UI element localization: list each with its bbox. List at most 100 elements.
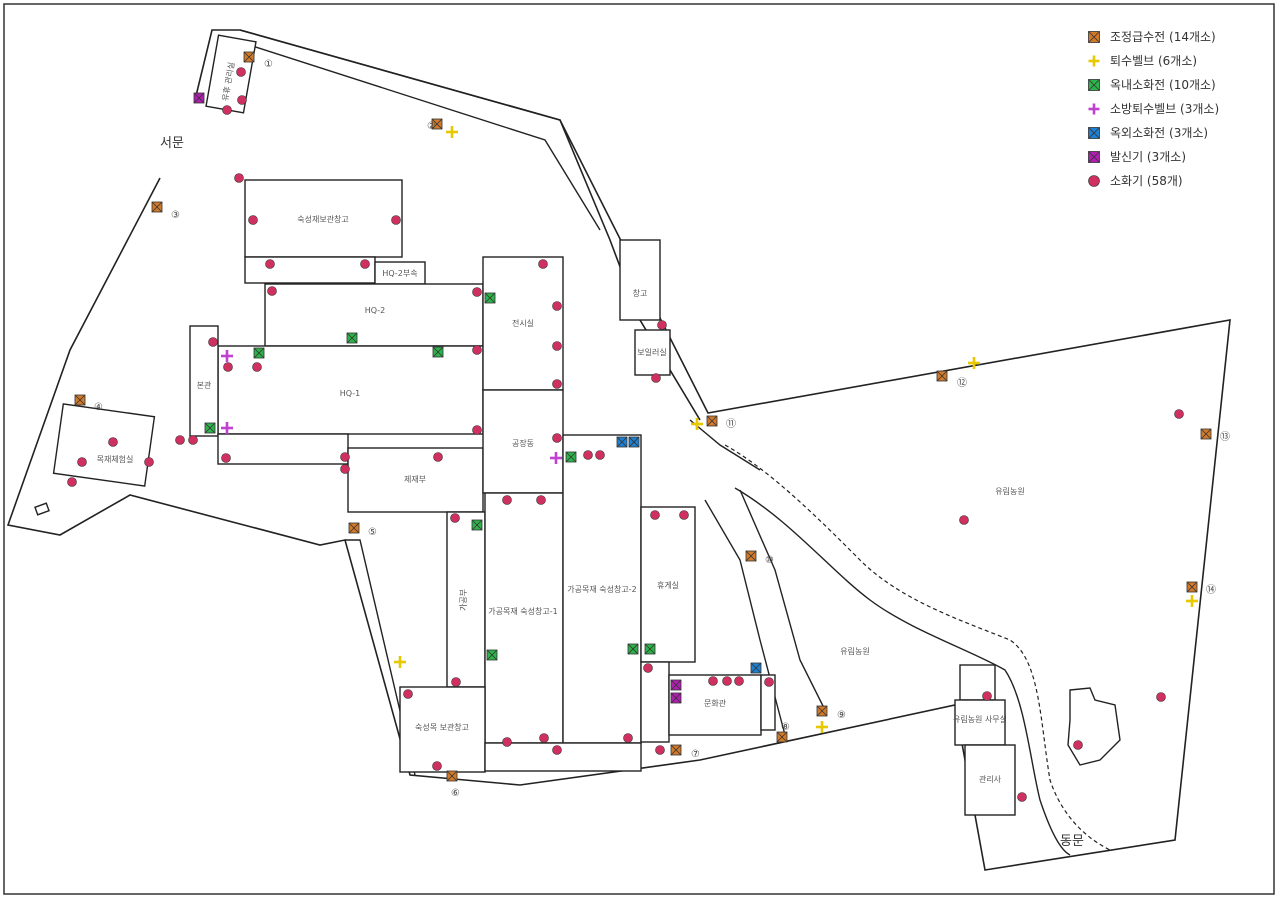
legend-extinguisher-label: 소화기 (58개) [1110, 174, 1183, 188]
extinguisher-icon [583, 450, 593, 460]
return-valve-icon [816, 721, 828, 733]
building-b8-annex [484, 742, 642, 772]
extinguisher-icon [643, 663, 653, 673]
extinguisher-icon [657, 320, 667, 330]
indoor-hydrant-icon [346, 332, 358, 344]
legend-return_valve-label: 퇴수벨브 (6개소) [1110, 54, 1197, 68]
extinguisher-icon [552, 379, 562, 389]
extinguisher-icon [959, 515, 969, 525]
building-b3-annex [217, 433, 349, 465]
legend-hydrant_adjust-label: 조정급수전 (14개소) [1110, 30, 1216, 44]
extinguisher-icon [764, 677, 774, 687]
building-b10 [399, 686, 486, 773]
hydrant-number: ⑩ [765, 555, 774, 566]
building-storage-east [1067, 687, 1121, 766]
hydrant-adjust-icon [706, 415, 718, 427]
extinguisher-icon [360, 259, 370, 269]
transmitter-icon [670, 692, 682, 704]
indoor-hydrant-icon [471, 519, 483, 531]
extinguisher-icon [679, 510, 689, 520]
extinguisher-icon [340, 464, 350, 474]
label-b6: 공장동 [512, 438, 534, 448]
extinguisher-icon [552, 745, 562, 755]
extinguisher-icon [265, 259, 275, 269]
extinguisher-icon [595, 450, 605, 460]
label-b20: 유림농원 사무실 [953, 714, 1007, 724]
legend-indoor_hydrant-label: 옥내소화전 (10개소) [1110, 78, 1216, 92]
outdoor-hydrant-icon [628, 436, 640, 448]
extinguisher-icon [655, 745, 665, 755]
fire-return-valve-icon [550, 452, 562, 464]
indoor-hydrant-icon [486, 649, 498, 661]
extinguisher-icon [539, 733, 549, 743]
label-b2: HQ-2 [365, 306, 386, 315]
label-b7: 제재부 [404, 475, 426, 484]
extinguisher-icon [403, 689, 413, 699]
gate-west-label: 서문 [160, 136, 184, 151]
gate-east-label: 동문 [1060, 834, 1084, 849]
return-valve-icon [394, 656, 406, 668]
legend-transmitter-label: 발신기 (3개소) [1110, 150, 1186, 164]
map-frame [3, 3, 1275, 895]
hydrant-adjust-icon [74, 394, 86, 406]
hydrant-number: ⑧ [781, 722, 790, 733]
label-b18: 가공부 [459, 589, 468, 611]
hydrant-number: ⑤ [368, 527, 377, 538]
extinguisher-icon [1156, 692, 1166, 702]
indoor-hydrant-icon [644, 643, 656, 655]
hydrant-adjust-icon [151, 201, 163, 213]
extinguisher-icon [433, 452, 443, 462]
extinguisher-icon [1017, 792, 1027, 802]
hydrant-number: ② [427, 121, 436, 132]
indoor-hydrant-icon [627, 643, 639, 655]
label-b9: 가공목재 숙성창고-2 [567, 585, 636, 594]
extinguisher-icon [650, 510, 660, 520]
indoor-hydrant-icon [432, 346, 444, 358]
hydrant-number: ③ [171, 210, 180, 221]
label-b8: 가공목재 숙성창고-1 [488, 607, 557, 616]
building-b8 [484, 492, 564, 744]
label-area-2: 유림농원 [840, 646, 869, 656]
legend-fire_return_valve-icon [1088, 103, 1100, 115]
extinguisher-icon [651, 373, 661, 383]
legend-transmitter-icon [1088, 151, 1100, 163]
extinguisher-icon [340, 452, 350, 462]
hydrant-number: ① [264, 59, 273, 70]
extinguisher-icon [208, 337, 218, 347]
hydrant-adjust-icon [776, 731, 788, 743]
label-b10: 숙성목 보관창고 [415, 722, 469, 732]
extinguisher-icon [188, 435, 198, 445]
label-b15: 관리사 [979, 774, 1002, 784]
extinguisher-icon [552, 341, 562, 351]
extinguisher-icon [451, 677, 461, 687]
label-b4: 본관 [197, 380, 212, 390]
return-valve-icon [691, 418, 703, 430]
label-b12: 창고 [633, 289, 648, 298]
extinguisher-icon [536, 495, 546, 505]
buildings [34, 34, 1121, 816]
extinguisher-icon [1174, 409, 1184, 419]
hydrant-number: ⑭ [1206, 584, 1216, 596]
indoor-hydrant-icon [565, 451, 577, 463]
roads [239, 41, 1111, 856]
extinguisher-icon [722, 676, 732, 686]
extinguisher-icon [734, 676, 744, 686]
hydrant-number: ⑥ [451, 788, 460, 799]
extinguisher-icon [223, 362, 233, 372]
label-b5: 전시실 [512, 318, 534, 328]
building-b14 [52, 403, 156, 487]
label-b11: 문화관 [704, 698, 727, 708]
building-b12 [619, 239, 661, 321]
fire-return-valve-icon [221, 422, 233, 434]
hydrant-adjust-icon [745, 550, 757, 562]
legend-return_valve-icon [1088, 55, 1100, 67]
indoor-hydrant-icon [484, 292, 496, 304]
building-b19 [640, 506, 696, 663]
label-b19: 휴게실 [657, 580, 679, 590]
extinguisher-icon [982, 691, 992, 701]
legend-extinguisher-icon [1088, 175, 1100, 187]
extinguisher-icon [222, 105, 232, 115]
legend-fire_return_valve-label: 소방퇴수벨브 (3개소) [1110, 102, 1219, 116]
building-b5 [482, 256, 564, 391]
hydrant-adjust-icon [446, 770, 458, 782]
